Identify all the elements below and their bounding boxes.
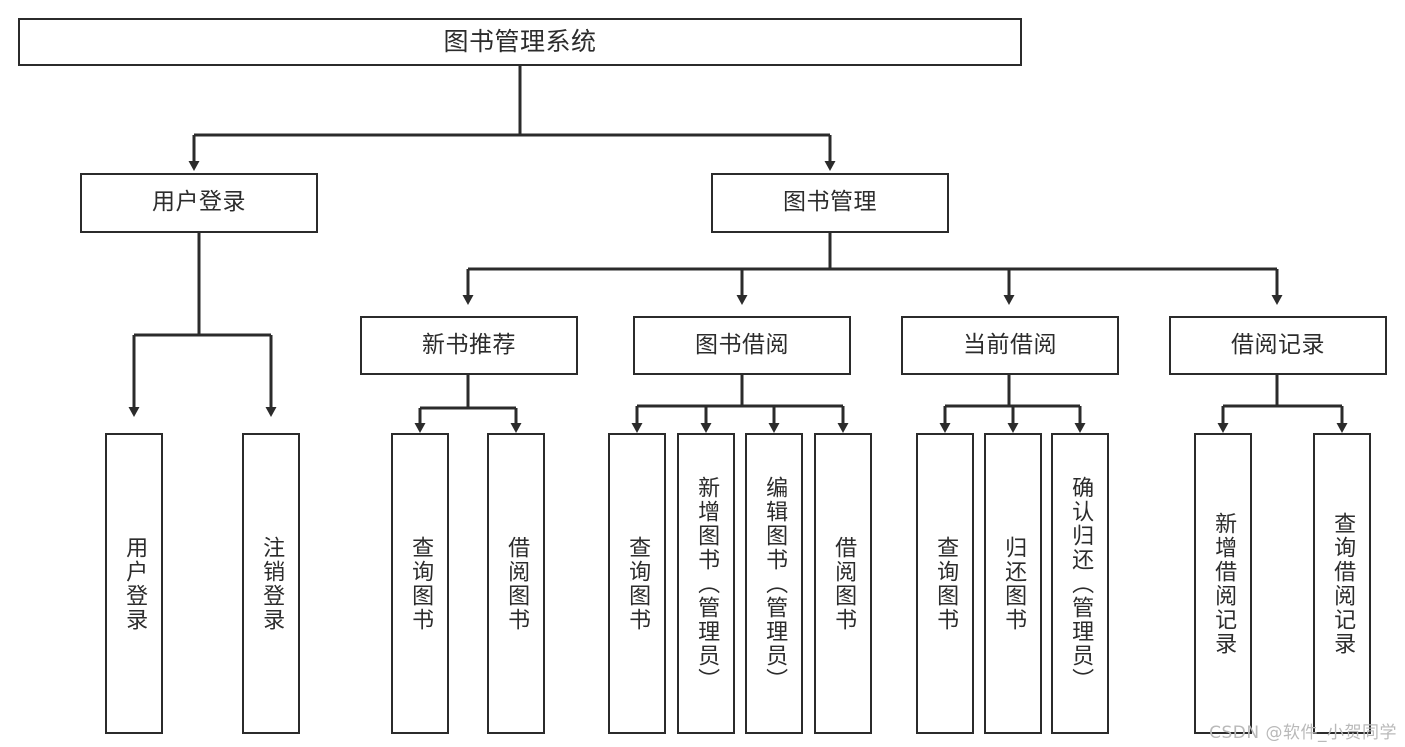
node-book-management-label: 图书管理	[783, 189, 877, 216]
leaf-new-book-query[interactable]: 查询图书	[391, 433, 449, 734]
leaf-current-confirm-return[interactable]: 确认归还（管理员）	[1051, 433, 1109, 734]
leaf-borrow-borrow-book[interactable]: 借阅图书	[814, 433, 872, 734]
leaf-label: 查询借阅记录	[1330, 511, 1356, 656]
leaf-new-book-borrow[interactable]: 借阅图书	[487, 433, 545, 734]
node-book-borrow[interactable]: 图书借阅	[633, 316, 851, 375]
node-borrow-record-label: 借阅记录	[1231, 331, 1325, 358]
leaf-record-query[interactable]: 查询借阅记录	[1313, 433, 1371, 734]
leaf-borrow-edit-book[interactable]: 编辑图书（管理员）	[745, 433, 803, 734]
node-root-label: 图书管理系统	[443, 27, 597, 57]
node-book-borrow-label: 图书借阅	[695, 331, 789, 358]
leaf-label: 查询图书	[408, 535, 434, 632]
node-user-login[interactable]: 用户登录	[80, 173, 318, 233]
leaf-label: 注销登录	[259, 535, 285, 632]
leaf-label: 编辑图书（管理员）	[762, 475, 788, 692]
leaf-label: 查询图书	[933, 535, 959, 632]
leaf-label: 查询图书	[625, 535, 651, 632]
leaf-label: 借阅图书	[831, 535, 857, 632]
leaf-label: 新增借阅记录	[1211, 511, 1237, 656]
node-root[interactable]: 图书管理系统	[18, 18, 1022, 66]
leaf-label: 确认归还（管理员）	[1068, 475, 1094, 692]
node-borrow-record[interactable]: 借阅记录	[1169, 316, 1387, 375]
leaf-current-query-book[interactable]: 查询图书	[916, 433, 974, 734]
leaf-label: 归还图书	[1001, 535, 1027, 632]
leaf-record-add[interactable]: 新增借阅记录	[1194, 433, 1252, 734]
node-current-borrow-label: 当前借阅	[963, 331, 1057, 358]
node-new-book-recommend-label: 新书推荐	[422, 331, 516, 358]
node-book-management[interactable]: 图书管理	[711, 173, 949, 233]
node-user-login-label: 用户登录	[152, 189, 246, 216]
leaf-current-return-book[interactable]: 归还图书	[984, 433, 1042, 734]
csdn-watermark: CSDN @软件_小贺同学	[1209, 723, 1397, 743]
leaf-borrow-query-book[interactable]: 查询图书	[608, 433, 666, 734]
node-current-borrow[interactable]: 当前借阅	[901, 316, 1119, 375]
leaf-borrow-add-book[interactable]: 新增图书（管理员）	[677, 433, 735, 734]
leaf-label: 新增图书（管理员）	[694, 475, 720, 692]
leaf-label: 借阅图书	[504, 535, 530, 632]
node-new-book-recommend[interactable]: 新书推荐	[360, 316, 578, 375]
leaf-label: 用户登录	[122, 535, 148, 632]
leaf-user-login-signout[interactable]: 注销登录	[242, 433, 300, 734]
leaf-user-login-signin[interactable]: 用户登录	[105, 433, 163, 734]
